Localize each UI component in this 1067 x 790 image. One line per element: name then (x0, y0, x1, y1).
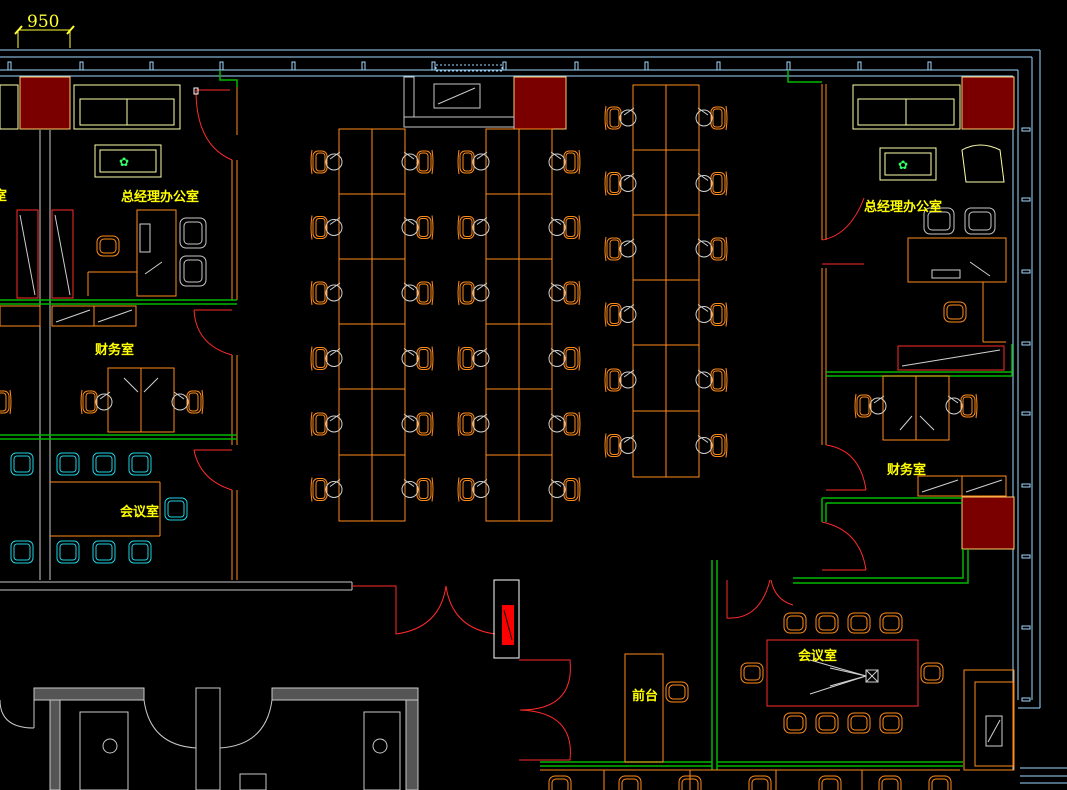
doors (193, 87, 867, 761)
workstation-chair-0 (310, 149, 343, 175)
workstation-chair-27 (696, 172, 727, 196)
workstation-chair-3 (402, 216, 433, 240)
bottom-chairs (548, 775, 952, 790)
structural-columns (19, 76, 1015, 550)
workstation-chair-32 (604, 367, 637, 393)
workstation-chair-18 (457, 346, 490, 371)
armchair-right (961, 144, 1005, 183)
workstation-chair-10 (310, 477, 343, 502)
gm-left-chair (96, 235, 120, 257)
meeting-right-table (766, 639, 919, 707)
glass-doors-left (16, 209, 74, 299)
workstation-chair-35 (696, 434, 727, 458)
workstation-chair-2 (310, 215, 343, 240)
workstation-chair-20 (457, 411, 490, 437)
finance-right-desks (882, 375, 1007, 497)
workstation-chair-8 (310, 411, 343, 437)
workstation-chair-24 (604, 105, 637, 131)
label-edge-fragment: 室 (0, 188, 7, 204)
meeting-left-chair-5 (10, 540, 34, 564)
finance-left-chair-3 (0, 390, 11, 414)
meeting-left-chair-6 (56, 540, 80, 564)
partition-walls (231, 84, 827, 580)
fire-cabinet (493, 579, 520, 659)
meeting-left-chair-4 (128, 452, 152, 476)
plant-icon-right: ✿ (898, 158, 908, 172)
meeting-left-chair-9 (164, 497, 188, 521)
finance-right-chair-1 (854, 393, 887, 419)
workstation-chair-16 (457, 280, 490, 306)
reception-desk (624, 653, 664, 763)
dimension-label: 950 (27, 12, 59, 32)
sofa-partial (0, 84, 19, 130)
workstation-chair-33 (696, 368, 727, 392)
window-ticks (7, 61, 1031, 702)
bottom-workstations (540, 769, 960, 790)
workstation-chair-31 (696, 303, 727, 327)
gm-right-desk (897, 237, 1007, 371)
workstation-chair-15 (549, 216, 580, 240)
workstation-chair-30 (604, 302, 637, 327)
gm-left-desk (87, 209, 177, 297)
workstation-chair-21 (549, 412, 580, 436)
filing-cabinets-left (0, 305, 137, 327)
label-gm-office-left: 总经理办公室 (121, 189, 199, 205)
workstation-chair-4 (310, 280, 343, 306)
workstation-chair-19 (549, 347, 580, 371)
label-reception: 前台 (632, 688, 658, 704)
workstation-chair-14 (457, 215, 490, 240)
sofa-right (852, 84, 961, 130)
workstation-chair-29 (696, 237, 727, 261)
coffee-table-left: ✿ (94, 144, 162, 178)
washroom-walls (0, 687, 419, 790)
meeting-left-chair-2 (56, 452, 80, 476)
reception-chair (665, 681, 689, 703)
projector-lines (809, 659, 879, 695)
label-meeting-left: 会议室 (120, 504, 159, 520)
gm-right-chair (943, 301, 967, 323)
workstation-chair-34 (604, 433, 637, 458)
workstation-chair-13 (549, 150, 580, 174)
gm-left-guest-chairs (179, 217, 207, 287)
finance-left-chair-1 (80, 389, 113, 415)
workstation-chair-12 (457, 149, 490, 175)
workstation-chair-26 (604, 171, 637, 196)
workstation-chair-9 (402, 412, 433, 436)
gm-right-guest-chairs (923, 207, 996, 235)
dimension-marker: 950 (14, 12, 75, 48)
label-finance-right: 财务室 (887, 462, 926, 478)
finance-right-chair-2 (946, 394, 977, 418)
workstation-chair-6 (310, 346, 343, 371)
interior-walls (0, 76, 515, 591)
plant-icon: ✿ (119, 155, 129, 169)
workstation-chair-25 (696, 106, 727, 130)
meeting-right-chairs (740, 612, 944, 734)
meeting-left-chair-1 (10, 452, 34, 476)
exterior-walls (0, 49, 1067, 784)
workstation-chair-1 (402, 150, 433, 174)
meeting-left-chair-3 (92, 452, 116, 476)
workstation-blocks (338, 84, 700, 522)
workstation-chair-22 (457, 477, 490, 502)
workstation-chair-5 (402, 281, 433, 305)
label-gm-office-right: 总经理办公室 (864, 199, 942, 215)
right-bottom-cabinet (963, 669, 1015, 771)
workstation-chair-28 (604, 236, 637, 262)
coffee-table-right: ✿ (879, 147, 937, 181)
workstation-chair-17 (549, 281, 580, 305)
label-finance-left: 财务室 (95, 342, 134, 358)
meeting-left-chair-8 (128, 540, 152, 564)
label-meeting-right: 会议室 (798, 648, 837, 664)
finance-left-desks (107, 367, 175, 433)
meeting-left-chair-7 (92, 540, 116, 564)
hatched-window (435, 64, 503, 72)
workstation-chair-23 (549, 478, 580, 502)
workstation-chair-7 (402, 347, 433, 371)
workstation-chair-11 (402, 478, 433, 502)
finance-left-chair-2 (172, 390, 203, 414)
sofa-left (73, 84, 181, 130)
green-partitions (0, 70, 1013, 770)
meeting-left-table (50, 481, 161, 537)
